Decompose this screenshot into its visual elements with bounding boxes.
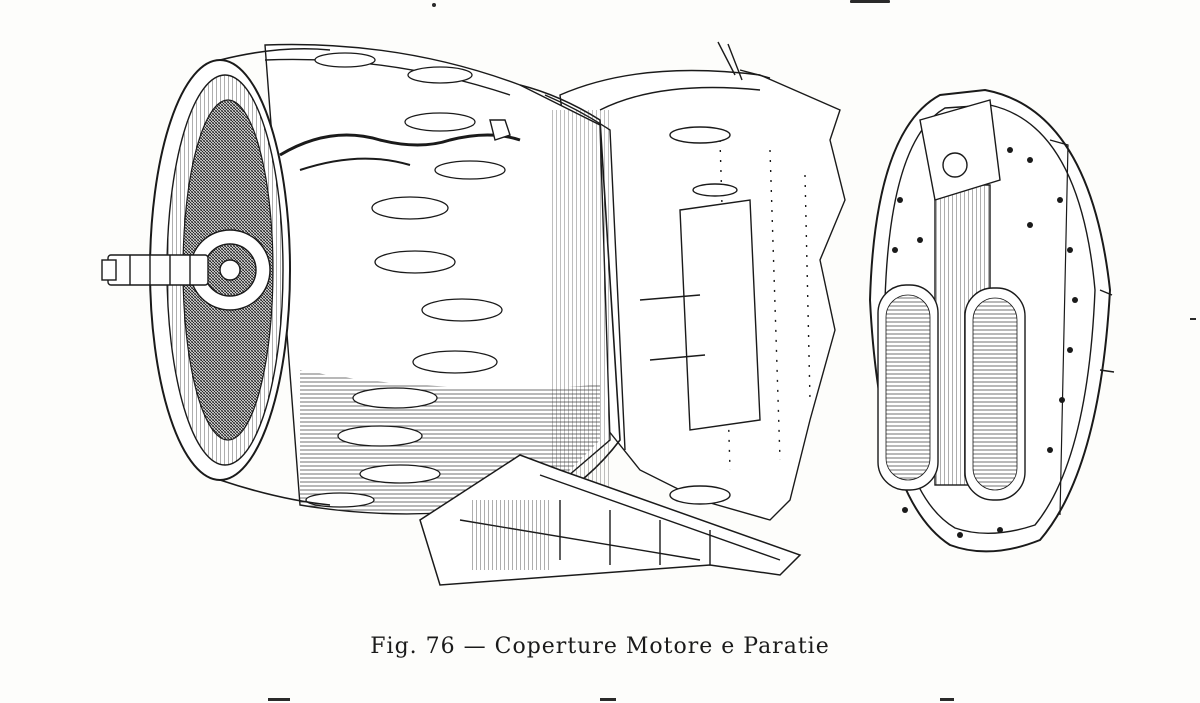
bottom-scan-mark-1	[268, 698, 290, 701]
figure-illustration	[101, 41, 1115, 586]
cowling-louvers	[305, 52, 506, 508]
bottom-scan-mark-2	[600, 698, 616, 701]
propeller-shaft	[101, 254, 209, 286]
engine-cowling-illustration	[101, 41, 846, 586]
bottom-scan-mark-3	[940, 698, 954, 701]
top-scan-mark-right	[850, 0, 890, 3]
right-edge-mark	[1190, 318, 1196, 320]
bulkhead-rivets	[892, 147, 1078, 538]
bulkhead-illustration	[868, 88, 1115, 553]
top-scan-mark	[432, 3, 436, 7]
belly-scoop	[419, 454, 802, 586]
figure-caption: Fig. 76 — Coperture Motore e Paratie	[370, 634, 830, 659]
